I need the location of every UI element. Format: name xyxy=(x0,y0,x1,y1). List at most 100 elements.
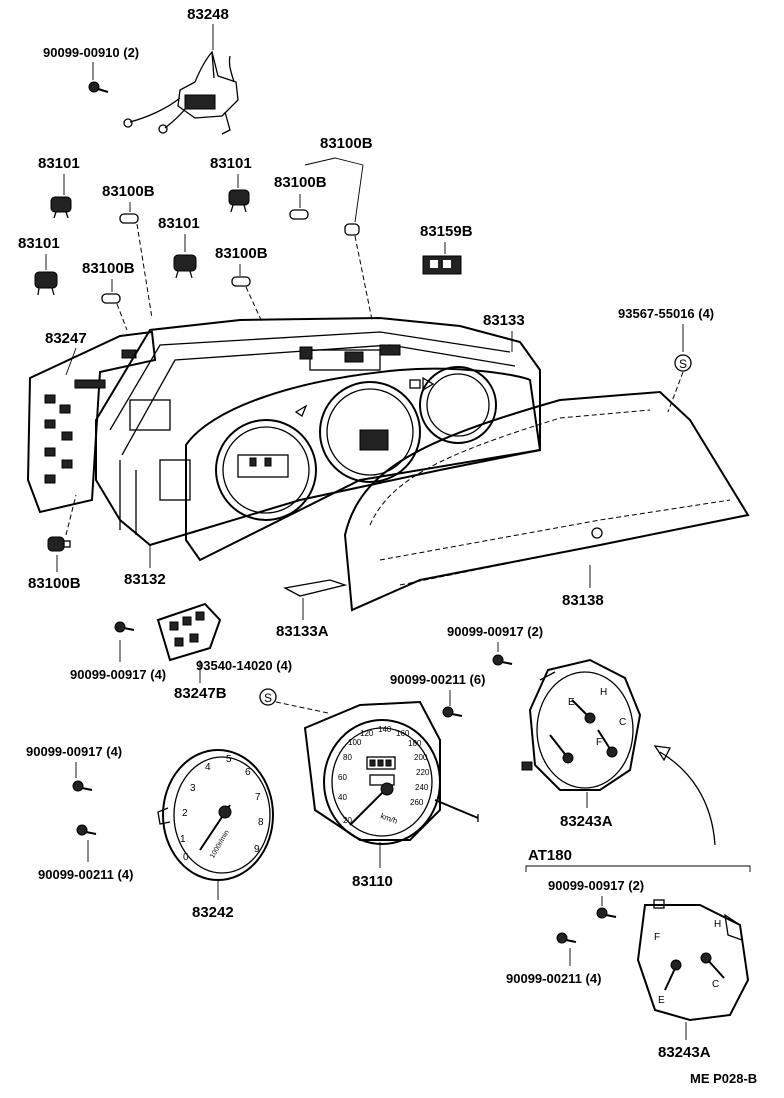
callout-83159b: 83159B xyxy=(420,223,473,240)
tacho-tick-2: 2 xyxy=(182,808,188,819)
speedo-tick-200: 200 xyxy=(414,753,428,762)
tacho-unit: 1000r/min xyxy=(209,829,231,860)
screw-90099-00917-c xyxy=(72,762,93,792)
callout-83243a-b: 83243A xyxy=(658,1044,711,1061)
speedo-tick-240: 240 xyxy=(415,783,429,792)
screw-90099-00917-b xyxy=(492,642,513,666)
socket-83101-c xyxy=(173,254,197,279)
callout-83100b-e: 83100B xyxy=(28,575,81,592)
callout-83248: 83248 xyxy=(187,6,229,23)
diagram-code: ME P028-B xyxy=(690,1071,757,1086)
callout-83100b-a: 83100B xyxy=(102,183,155,200)
tacho-tick-1: 1 xyxy=(180,834,186,845)
gauge-a-full: F xyxy=(596,737,602,748)
gauge-b-hot: H xyxy=(714,919,721,930)
speedo-tick-60: 60 xyxy=(338,773,347,782)
screw-93540-14020: S xyxy=(259,688,329,714)
socket-83101-a xyxy=(50,196,72,219)
tacho-tick-5: 5 xyxy=(226,754,232,765)
screw-90099-00211-b xyxy=(76,824,97,862)
callout-83101-c: 83101 xyxy=(158,215,200,232)
callout-83138: 83138 xyxy=(562,592,604,609)
tachometer-83242: 0 1 2 3 4 5 6 7 8 9 1000r/min xyxy=(157,749,274,881)
speedometer-83110: 20 40 60 80 100 120 140 160 180 200 220 … xyxy=(303,700,479,845)
connector-83159b xyxy=(422,255,462,275)
callout-90099-00917-d: 90099-00917 (2) xyxy=(548,878,644,893)
combination-gauge-83243a-at180: F E H C xyxy=(636,899,750,1022)
cluster-face-plate xyxy=(185,366,542,562)
tacho-tick-4: 4 xyxy=(205,762,211,773)
gauge-b-scale: F E H C xyxy=(654,919,721,1006)
gauge-a-hot: H xyxy=(600,687,607,698)
speedo-tick-40: 40 xyxy=(338,793,347,802)
callout-83132: 83132 xyxy=(124,571,166,588)
speedo-tick-140: 140 xyxy=(378,725,392,734)
screw-90099-00211-a xyxy=(442,690,463,718)
bulb-83100b-a xyxy=(119,213,139,224)
callout-83242: 83242 xyxy=(192,904,234,921)
combination-gauge-83243a: E F H C xyxy=(521,658,642,791)
tacho-tick-7: 7 xyxy=(255,792,261,803)
speedo-tick-220: 220 xyxy=(416,768,430,777)
harness-83248 xyxy=(123,50,239,135)
callout-83110: 83110 xyxy=(352,873,393,890)
bulb-83100b-e xyxy=(47,536,71,552)
callout-93540-14020: 93540-14020 (4) xyxy=(196,658,292,673)
callout-90099-00910: 90099-00910 (2) xyxy=(43,45,139,60)
callout-83101-b: 83101 xyxy=(210,155,252,172)
tacho-scale: 0 1 2 3 4 5 6 7 8 9 xyxy=(180,754,264,863)
speedo-tick-80: 80 xyxy=(343,753,352,762)
bulb-83100b-d xyxy=(231,276,251,287)
callout-83101-d: 83101 xyxy=(18,235,60,252)
callout-83247: 83247 xyxy=(45,330,87,347)
glass-lens-83138 xyxy=(343,390,750,612)
replacement-arrow xyxy=(653,745,716,846)
callout-90099-00917-a: 90099-00917 (4) xyxy=(70,667,166,682)
callout-83101-a: 83101 xyxy=(38,155,80,172)
callout-83100b-d: 83100B xyxy=(215,245,268,262)
callout-83243a-a: 83243A xyxy=(560,813,613,830)
gauge-a-cold: C xyxy=(619,717,626,728)
s-mark: S xyxy=(679,357,687,371)
callout-83100b-b: 83100B xyxy=(274,174,327,191)
gauge-a-empty: E xyxy=(568,697,575,708)
printed-circuit-83247b xyxy=(156,602,222,662)
callout-83100b-c: 83100B xyxy=(82,260,135,277)
callout-83133a: 83133A xyxy=(276,623,329,640)
screw-90099-00910 xyxy=(88,62,109,93)
callout-90099-00211-c: 90099-00211 (4) xyxy=(506,971,601,986)
bracket-83133a xyxy=(283,579,348,597)
speedo-scale: 20 40 60 80 100 120 140 160 180 200 220 … xyxy=(338,725,430,825)
screw-90099-00211-c xyxy=(556,932,577,966)
variant-label: AT180 xyxy=(528,847,572,864)
speedo-tick-260: 260 xyxy=(410,798,424,807)
bulb-83100b-top xyxy=(344,223,360,236)
bulb-83100b-b xyxy=(289,194,309,220)
tacho-tick-8: 8 xyxy=(258,817,264,828)
callout-90099-00211-b: 90099-00211 (4) xyxy=(38,867,133,882)
tacho-tick-6: 6 xyxy=(245,767,251,778)
callout-90099-00917-c: 90099-00917 (4) xyxy=(26,744,122,759)
socket-83101-d xyxy=(34,271,58,296)
bulb-83100b-c xyxy=(101,293,121,304)
speedo-tick-20: 20 xyxy=(343,816,352,825)
tacho-tick-3: 3 xyxy=(190,783,196,794)
printed-circuit-83247 xyxy=(26,330,157,514)
screw-93567-55016: S xyxy=(667,324,692,413)
callout-83100b-top: 83100B xyxy=(320,135,373,152)
socket-83101-b xyxy=(228,189,250,213)
speedo-unit: km/h xyxy=(379,811,398,825)
tacho-tick-0: 0 xyxy=(183,852,189,863)
screw-90099-00917-a xyxy=(114,621,135,662)
callout-83133: 83133 xyxy=(483,312,525,329)
gauge-a-scale: E F H C xyxy=(568,687,626,748)
callout-93567-55016: 93567-55016 (4) xyxy=(618,306,714,321)
gauge-b-full: F xyxy=(654,932,660,943)
screw-90099-00917-d xyxy=(596,896,617,919)
tacho-tick-9: 9 xyxy=(254,844,260,855)
gauge-b-cold: C xyxy=(712,979,719,990)
s-mark-2: S xyxy=(264,691,272,705)
callout-90099-00917-b: 90099-00917 (2) xyxy=(447,624,543,639)
speedo-tick-120: 120 xyxy=(360,729,374,738)
